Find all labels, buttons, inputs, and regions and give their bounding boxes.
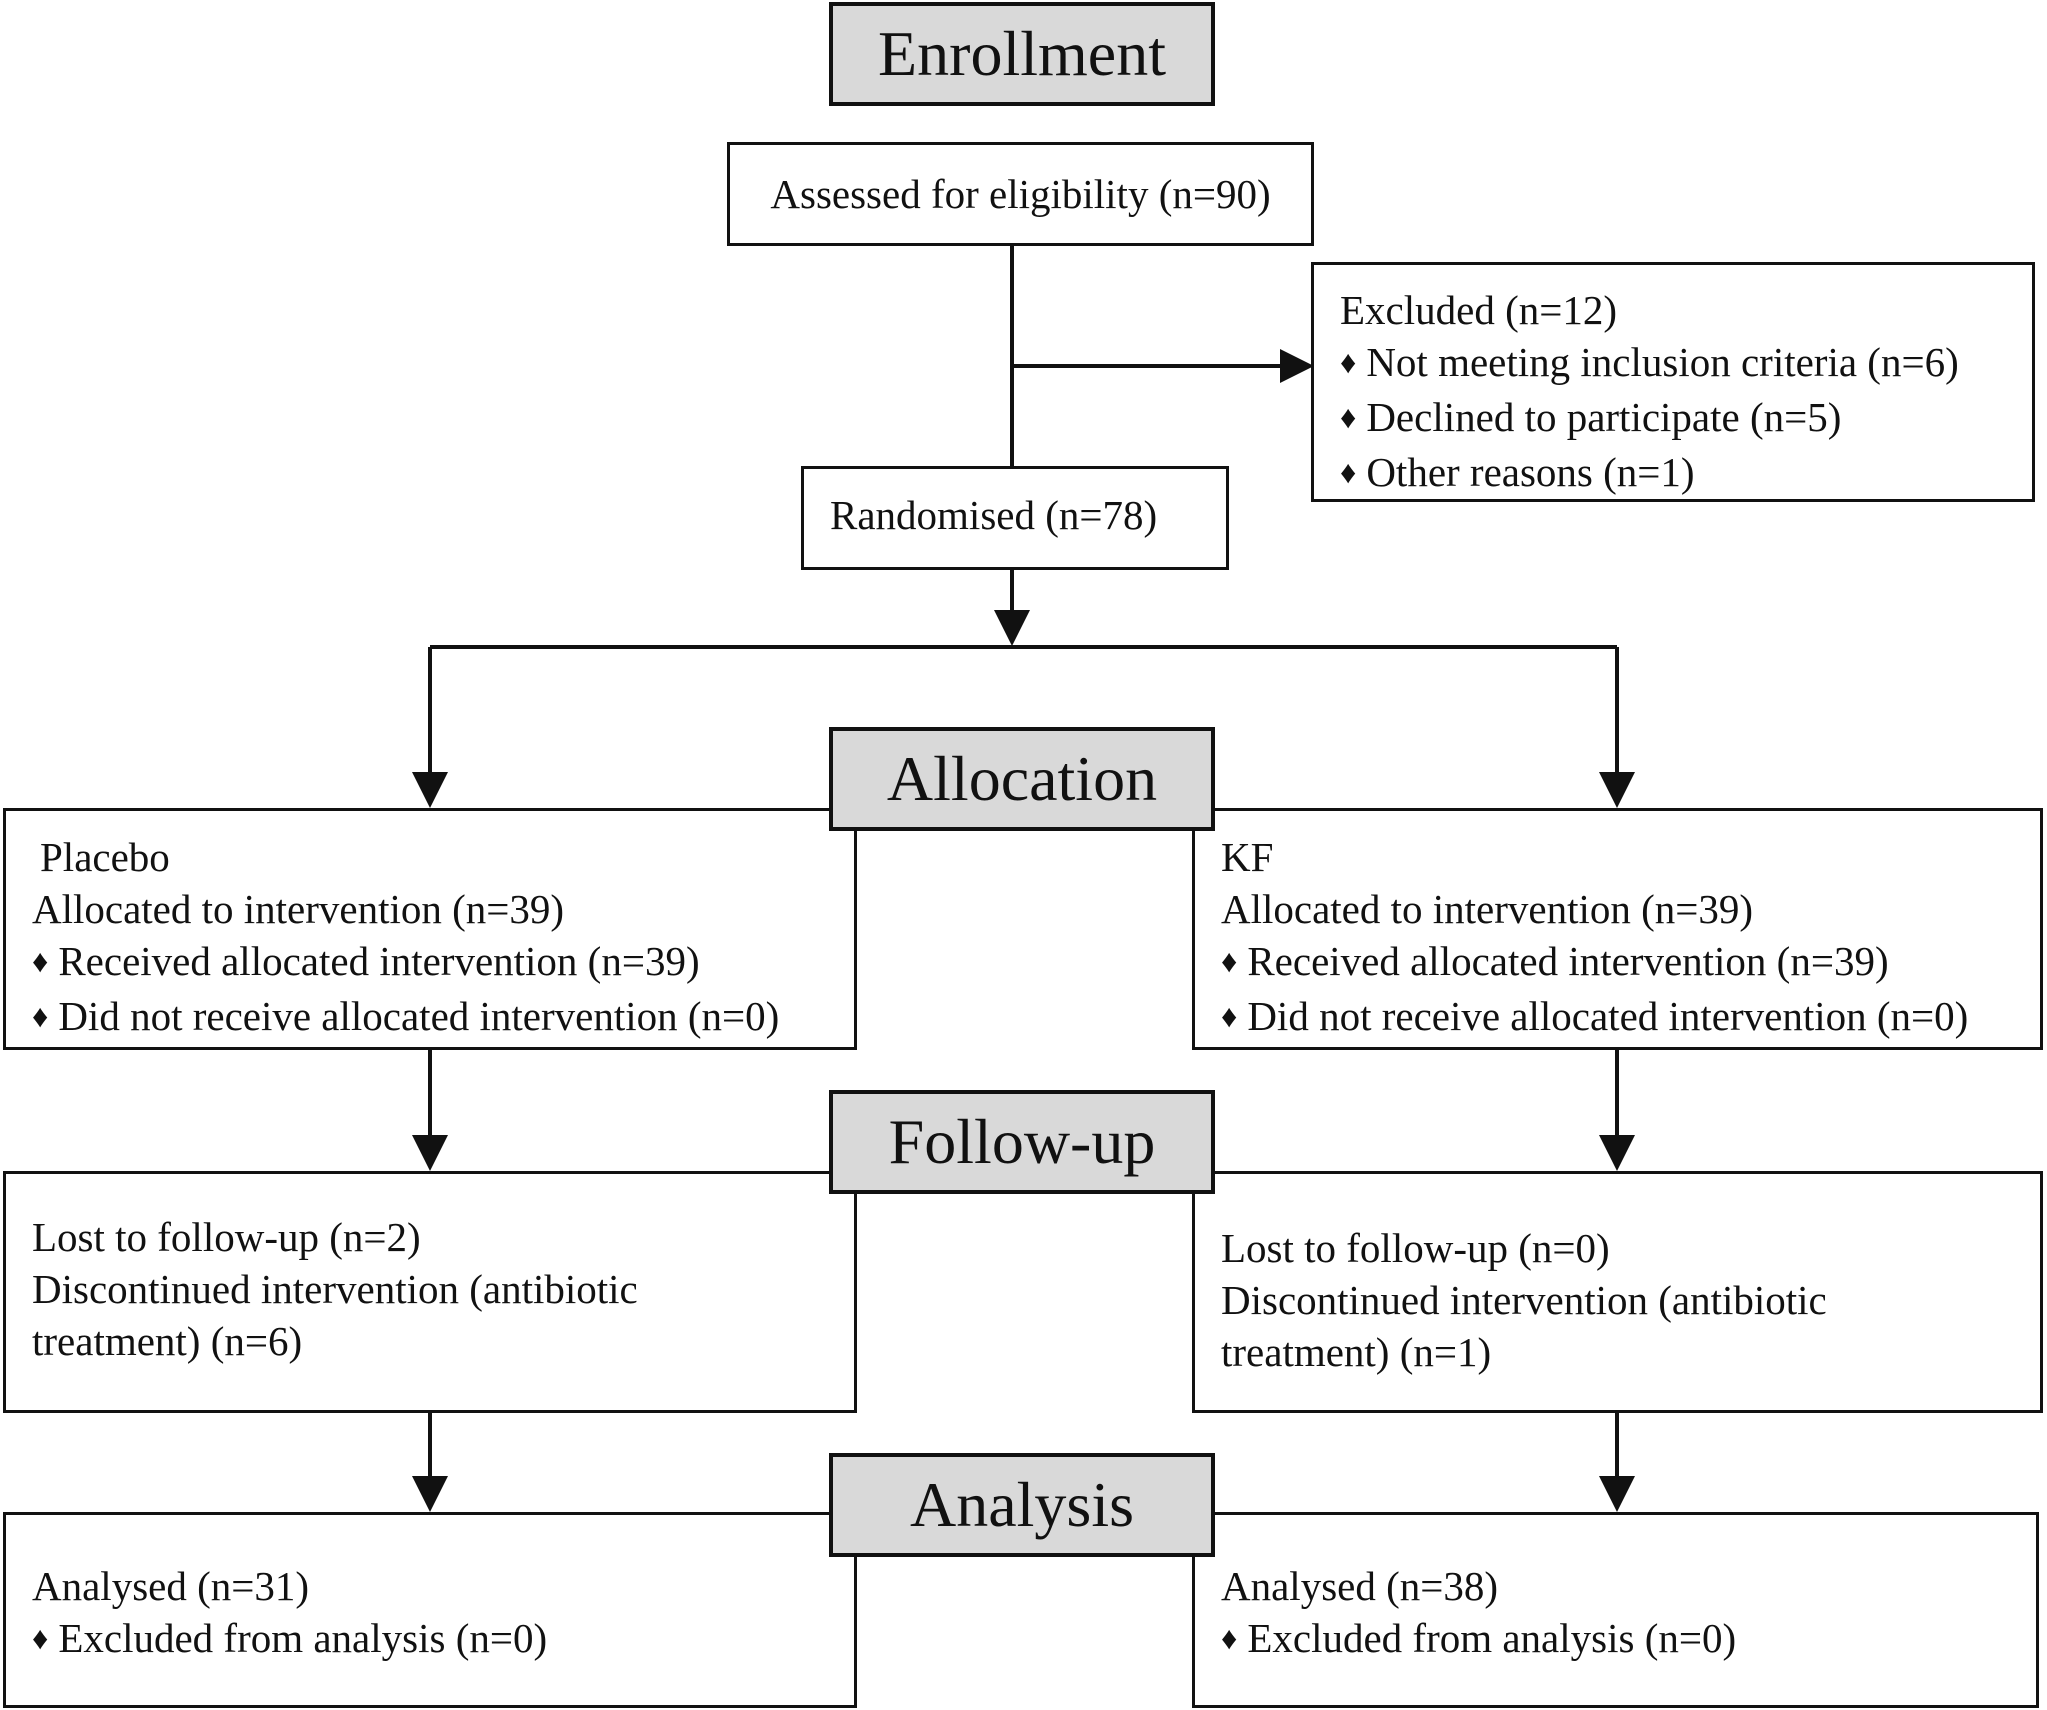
stage-analysis: Analysis [829, 1453, 1215, 1557]
placebo-analysed: Analysed (n=31) [32, 1563, 310, 1609]
placebo-allocation-box: Placebo Allocated to intervention (n=39)… [3, 808, 857, 1050]
kf-received: Received allocated intervention (n=39) [1221, 935, 2040, 990]
placebo-excluded-analysis: Excluded from analysis (n=0) [32, 1612, 854, 1667]
arrowhead-placebo-followup [412, 1135, 448, 1171]
assessed-text: Assessed for eligibility (n=90) [770, 171, 1271, 217]
arrowhead-kf-followup [1599, 1135, 1635, 1171]
placebo-received: Received allocated intervention (n=39) [32, 935, 854, 990]
kf-group-label: KF [1221, 834, 1274, 880]
kf-analysed: Analysed (n=38) [1221, 1563, 1499, 1609]
stage-enrollment: Enrollment [829, 2, 1215, 106]
placebo-lost: Lost to follow-up (n=2) [32, 1214, 421, 1260]
kf-allocation-box: KF Allocated to intervention (n=39) Rece… [1192, 808, 2043, 1050]
arrowhead-placebo-allocation [412, 772, 448, 808]
kf-not-received: Did not receive allocated intervention (… [1221, 990, 2040, 1045]
stage-analysis-label: Analysis [910, 1469, 1134, 1540]
placebo-analysis-box: Analysed (n=31) Excluded from analysis (… [3, 1512, 857, 1708]
arrowhead-placebo-analysis [412, 1476, 448, 1512]
assessed-box: Assessed for eligibility (n=90) [727, 142, 1314, 246]
kf-excluded-analysis: Excluded from analysis (n=0) [1221, 1612, 2036, 1667]
placebo-not-received: Did not receive allocated intervention (… [32, 990, 854, 1045]
kf-followup-box: Lost to follow-up (n=0) Discontinued int… [1192, 1171, 2043, 1413]
arrowhead-kf-allocation [1599, 772, 1635, 808]
excluded-title: Excluded (n=12) [1340, 287, 1618, 333]
excluded-box: Excluded (n=12) Not meeting inclusion cr… [1311, 262, 2035, 502]
randomised-box: Randomised (n=78) [801, 466, 1229, 570]
placebo-followup-box: Lost to follow-up (n=2) Discontinued int… [3, 1171, 857, 1413]
placebo-allocated: Allocated to intervention (n=39) [32, 886, 565, 932]
stage-followup-label: Follow-up [888, 1106, 1156, 1177]
excluded-item: Declined to participate (n=5) [1340, 391, 2032, 446]
stage-enrollment-label: Enrollment [878, 18, 1166, 89]
kf-analysis-box: Analysed (n=38) Excluded from analysis (… [1192, 1512, 2039, 1708]
arrowhead-excluded [1280, 349, 1314, 383]
stage-followup: Follow-up [829, 1090, 1215, 1194]
arrowhead-randomised [994, 610, 1030, 646]
stage-allocation: Allocation [829, 727, 1215, 831]
kf-allocated: Allocated to intervention (n=39) [1221, 886, 1754, 932]
randomised-text: Randomised (n=78) [830, 492, 1158, 538]
placebo-discontinued: Discontinued intervention (antibiotic tr… [32, 1266, 638, 1364]
arrowhead-kf-analysis [1599, 1476, 1635, 1512]
excluded-item: Not meeting inclusion criteria (n=6) [1340, 336, 2032, 391]
excluded-item: Other reasons (n=1) [1340, 446, 2032, 501]
stage-allocation-label: Allocation [886, 743, 1158, 814]
kf-discontinued: Discontinued intervention (antibiotic tr… [1221, 1277, 1827, 1375]
placebo-group-label: Placebo [40, 834, 170, 880]
kf-lost: Lost to follow-up (n=0) [1221, 1225, 1610, 1271]
